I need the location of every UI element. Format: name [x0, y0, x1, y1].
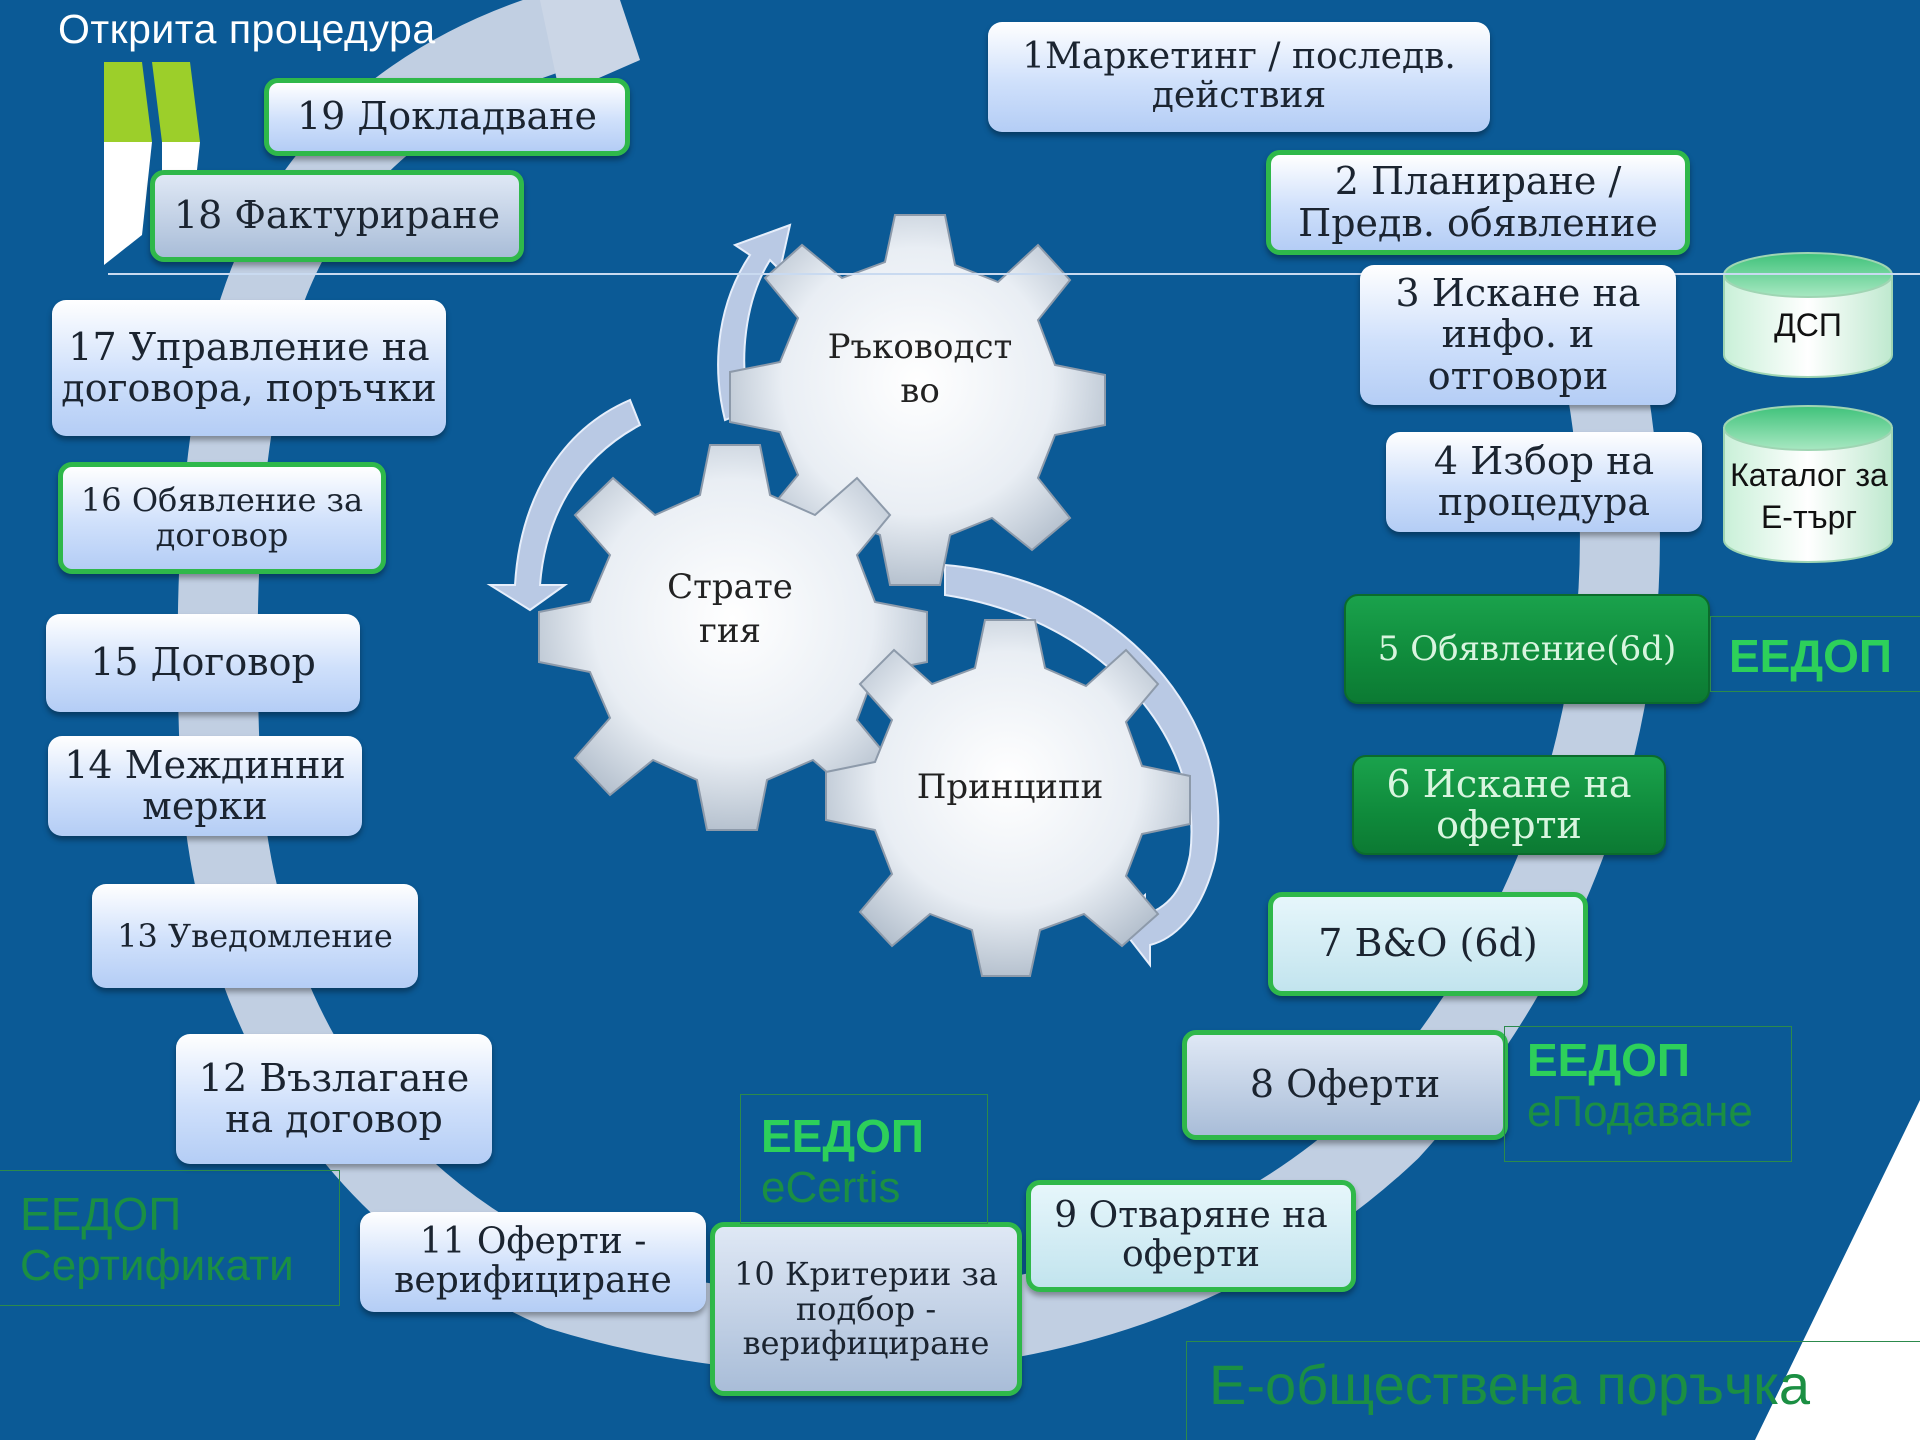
step-15-box: 15 Договор — [46, 614, 360, 712]
tag-eedop-step5: ЕЕДОП — [1710, 616, 1920, 692]
step-13-box: 13 Уведомление — [92, 884, 418, 988]
step-16-box: 16 Обявление за договор — [58, 462, 386, 574]
database-dsp-label: ДСП — [1774, 307, 1842, 343]
step-19-box: 19 Докладване — [264, 78, 630, 156]
gear-strategy-icon — [538, 444, 928, 831]
step-3-box: 3 Искане на инфо. и отговори — [1360, 265, 1676, 405]
gear-principles-label: Принципи — [916, 767, 1104, 807]
page-title: Открита процедура — [58, 6, 436, 52]
database-catalog-label: Каталог за Е-търг — [1730, 457, 1888, 535]
corner-decoration — [1755, 1100, 1920, 1440]
step-18-box: 18 Фактуриране — [150, 170, 524, 262]
tag-eedop-step8-line1: ЕЕДОП — [1527, 1034, 1690, 1086]
step-1-box: 1Маркетинг / последв. действия — [988, 22, 1490, 132]
tag-eedop-step10-line1: ЕЕДОП — [761, 1110, 924, 1162]
step-5-box: 5 Обявление(6d) — [1344, 594, 1710, 704]
step-9-box: 9 Отваряне на оферти — [1026, 1180, 1356, 1292]
step-11-box: 11 Оферти - верифициране — [360, 1212, 706, 1312]
step-2-box: 2 Планиране / Предв. обявление — [1266, 150, 1690, 255]
gear-principles-icon — [825, 619, 1191, 977]
tag-eedop-step11: ЕЕДОП Сертификати — [0, 1170, 340, 1306]
tag-eedop-step11-line1: ЕЕДОП — [20, 1188, 182, 1240]
gear-leadership-label: Ръководст во — [827, 327, 1013, 412]
step-17-box: 17 Управление на договора, поръчки — [52, 300, 446, 436]
tag-eedop-step5-line1: ЕЕДОП — [1729, 630, 1892, 682]
step-6-box: 6 Искане на оферти — [1352, 755, 1666, 855]
tag-eedop-step11-line2: Сертификати — [20, 1241, 294, 1290]
database-dsp-icon — [1723, 252, 1893, 378]
tag-eedop-step8-line2: еПодаване — [1527, 1087, 1753, 1136]
gear-strategy-label: Страте гия — [667, 567, 793, 652]
step-14-box: 14 Междинни мерки — [48, 736, 362, 836]
divider-line — [108, 273, 1920, 275]
footer-label: Е-обществена поръчка — [1186, 1341, 1920, 1440]
step-8-box: 8 Оферти — [1182, 1030, 1508, 1140]
gear-leadership-icon — [729, 214, 1106, 586]
tag-eedop-step10: ЕЕДОП eCertis — [740, 1094, 988, 1224]
step-12-box: 12 Възлагане на договор — [176, 1034, 492, 1164]
step-7-box: 7 В&О (6d) — [1268, 892, 1588, 996]
step-4-box: 4 Избор на процедура — [1386, 432, 1702, 532]
step-10-box: 10 Критерии за подбор - верифициране — [710, 1222, 1022, 1396]
tag-eedop-step10-line2: eCertis — [761, 1163, 901, 1212]
tag-eedop-step8: ЕЕДОП еПодаване — [1504, 1026, 1792, 1162]
database-catalog-icon — [1723, 405, 1893, 563]
